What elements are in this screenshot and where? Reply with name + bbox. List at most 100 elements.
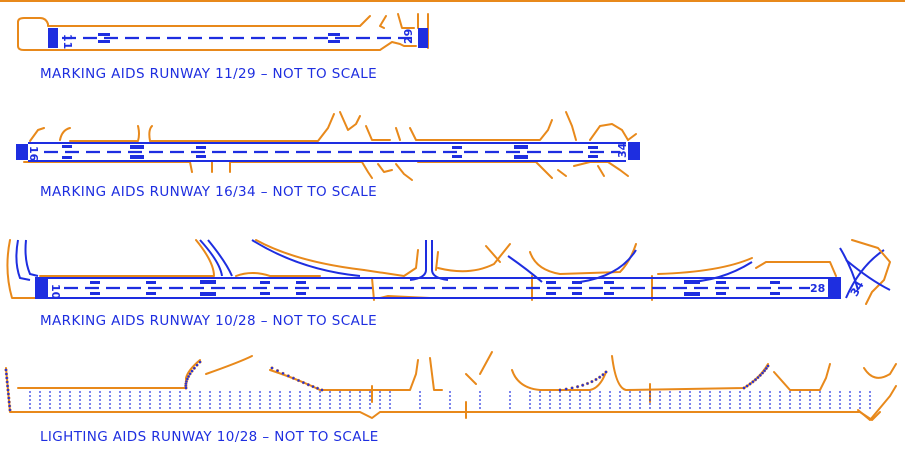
light-marker [509, 407, 511, 409]
light-marker [679, 395, 681, 397]
light-marker [479, 395, 481, 397]
taxiway-edge-light [188, 372, 192, 376]
light-marker [749, 391, 751, 393]
light-marker [49, 395, 51, 397]
light-marker [639, 399, 641, 401]
light-marker [219, 399, 221, 401]
light-marker [759, 391, 761, 393]
light-marker [169, 391, 171, 393]
light-marker [109, 399, 111, 401]
light-marker [559, 403, 561, 405]
light-marker [719, 399, 721, 401]
light-marker [139, 395, 141, 397]
light-marker [139, 399, 141, 401]
runway-16-34-drawing: 16 34 [16, 111, 640, 181]
light-marker [689, 399, 691, 401]
light-marker [689, 403, 691, 405]
light-marker [419, 399, 421, 401]
light-marker [609, 399, 611, 401]
light-marker [699, 403, 701, 405]
light-marker [829, 399, 831, 401]
light-marker [249, 391, 251, 393]
light-marker [129, 391, 131, 393]
light-marker [349, 403, 351, 405]
taxiway-edge-light [286, 374, 290, 378]
taxiway-edge-light [742, 386, 746, 390]
light-marker [259, 407, 261, 409]
light-marker [189, 399, 191, 401]
light-marker [729, 399, 731, 401]
light-marker [99, 395, 101, 397]
light-marker [749, 399, 751, 401]
light-marker [789, 399, 791, 401]
light-marker [229, 403, 231, 405]
taxiway-edge-light [270, 366, 274, 370]
light-marker [779, 391, 781, 393]
light-marker [269, 391, 271, 393]
light-marker [389, 403, 391, 405]
light-marker [329, 391, 331, 393]
light-marker [579, 403, 581, 405]
light-marker [279, 395, 281, 397]
light-marker [109, 403, 111, 405]
light-marker [729, 407, 731, 409]
light-marker [269, 403, 271, 405]
light-marker [69, 399, 71, 401]
light-marker [389, 391, 391, 393]
light-marker [39, 395, 41, 397]
light-marker [799, 403, 801, 405]
light-marker [359, 407, 361, 409]
taxiway-edge-light [5, 376, 9, 380]
light-marker [29, 403, 31, 405]
taxiway-edge-light [570, 386, 574, 390]
light-marker [859, 391, 861, 393]
light-marker [539, 399, 541, 401]
light-marker [129, 399, 131, 401]
taxiway-edge-light [748, 382, 752, 386]
light-marker [59, 403, 61, 405]
light-marker [379, 407, 381, 409]
light-marker [579, 395, 581, 397]
light-marker [799, 391, 801, 393]
light-marker [119, 391, 121, 393]
runway-end-number: 11 [61, 34, 74, 49]
light-marker [339, 407, 341, 409]
light-marker [839, 403, 841, 405]
light-marker [789, 395, 791, 397]
light-marker [329, 399, 331, 401]
light-marker [709, 407, 711, 409]
taxiway-edge-light [601, 373, 605, 377]
light-marker [819, 395, 821, 397]
light-marker [849, 407, 851, 409]
light-marker [89, 391, 91, 393]
light-marker [329, 395, 331, 397]
light-marker [219, 407, 221, 409]
light-marker [169, 407, 171, 409]
taxiway-edge-light [291, 376, 295, 380]
light-marker [709, 395, 711, 397]
light-marker [269, 399, 271, 401]
taxiway-edge-light [590, 380, 594, 384]
light-marker [749, 407, 751, 409]
light-marker [669, 399, 671, 401]
light-marker [749, 403, 751, 405]
light-marker [579, 399, 581, 401]
taxiway-edge-light [766, 364, 770, 368]
taxiway-edge-light [311, 385, 315, 389]
light-marker [619, 399, 621, 401]
light-marker [629, 407, 631, 409]
light-marker [829, 391, 831, 393]
light-marker [699, 399, 701, 401]
light-marker [699, 407, 701, 409]
light-marker [59, 399, 61, 401]
light-marker [259, 403, 261, 405]
taxiway-edge-light [581, 383, 585, 387]
runway-11-29-drawing: 11 29 [17, 13, 429, 51]
light-marker [229, 407, 231, 409]
light-marker [799, 399, 801, 401]
taxiway-edge-light [598, 375, 602, 379]
light-marker [109, 407, 111, 409]
light-marker [639, 403, 641, 405]
taxiway-edge-light [8, 408, 12, 412]
